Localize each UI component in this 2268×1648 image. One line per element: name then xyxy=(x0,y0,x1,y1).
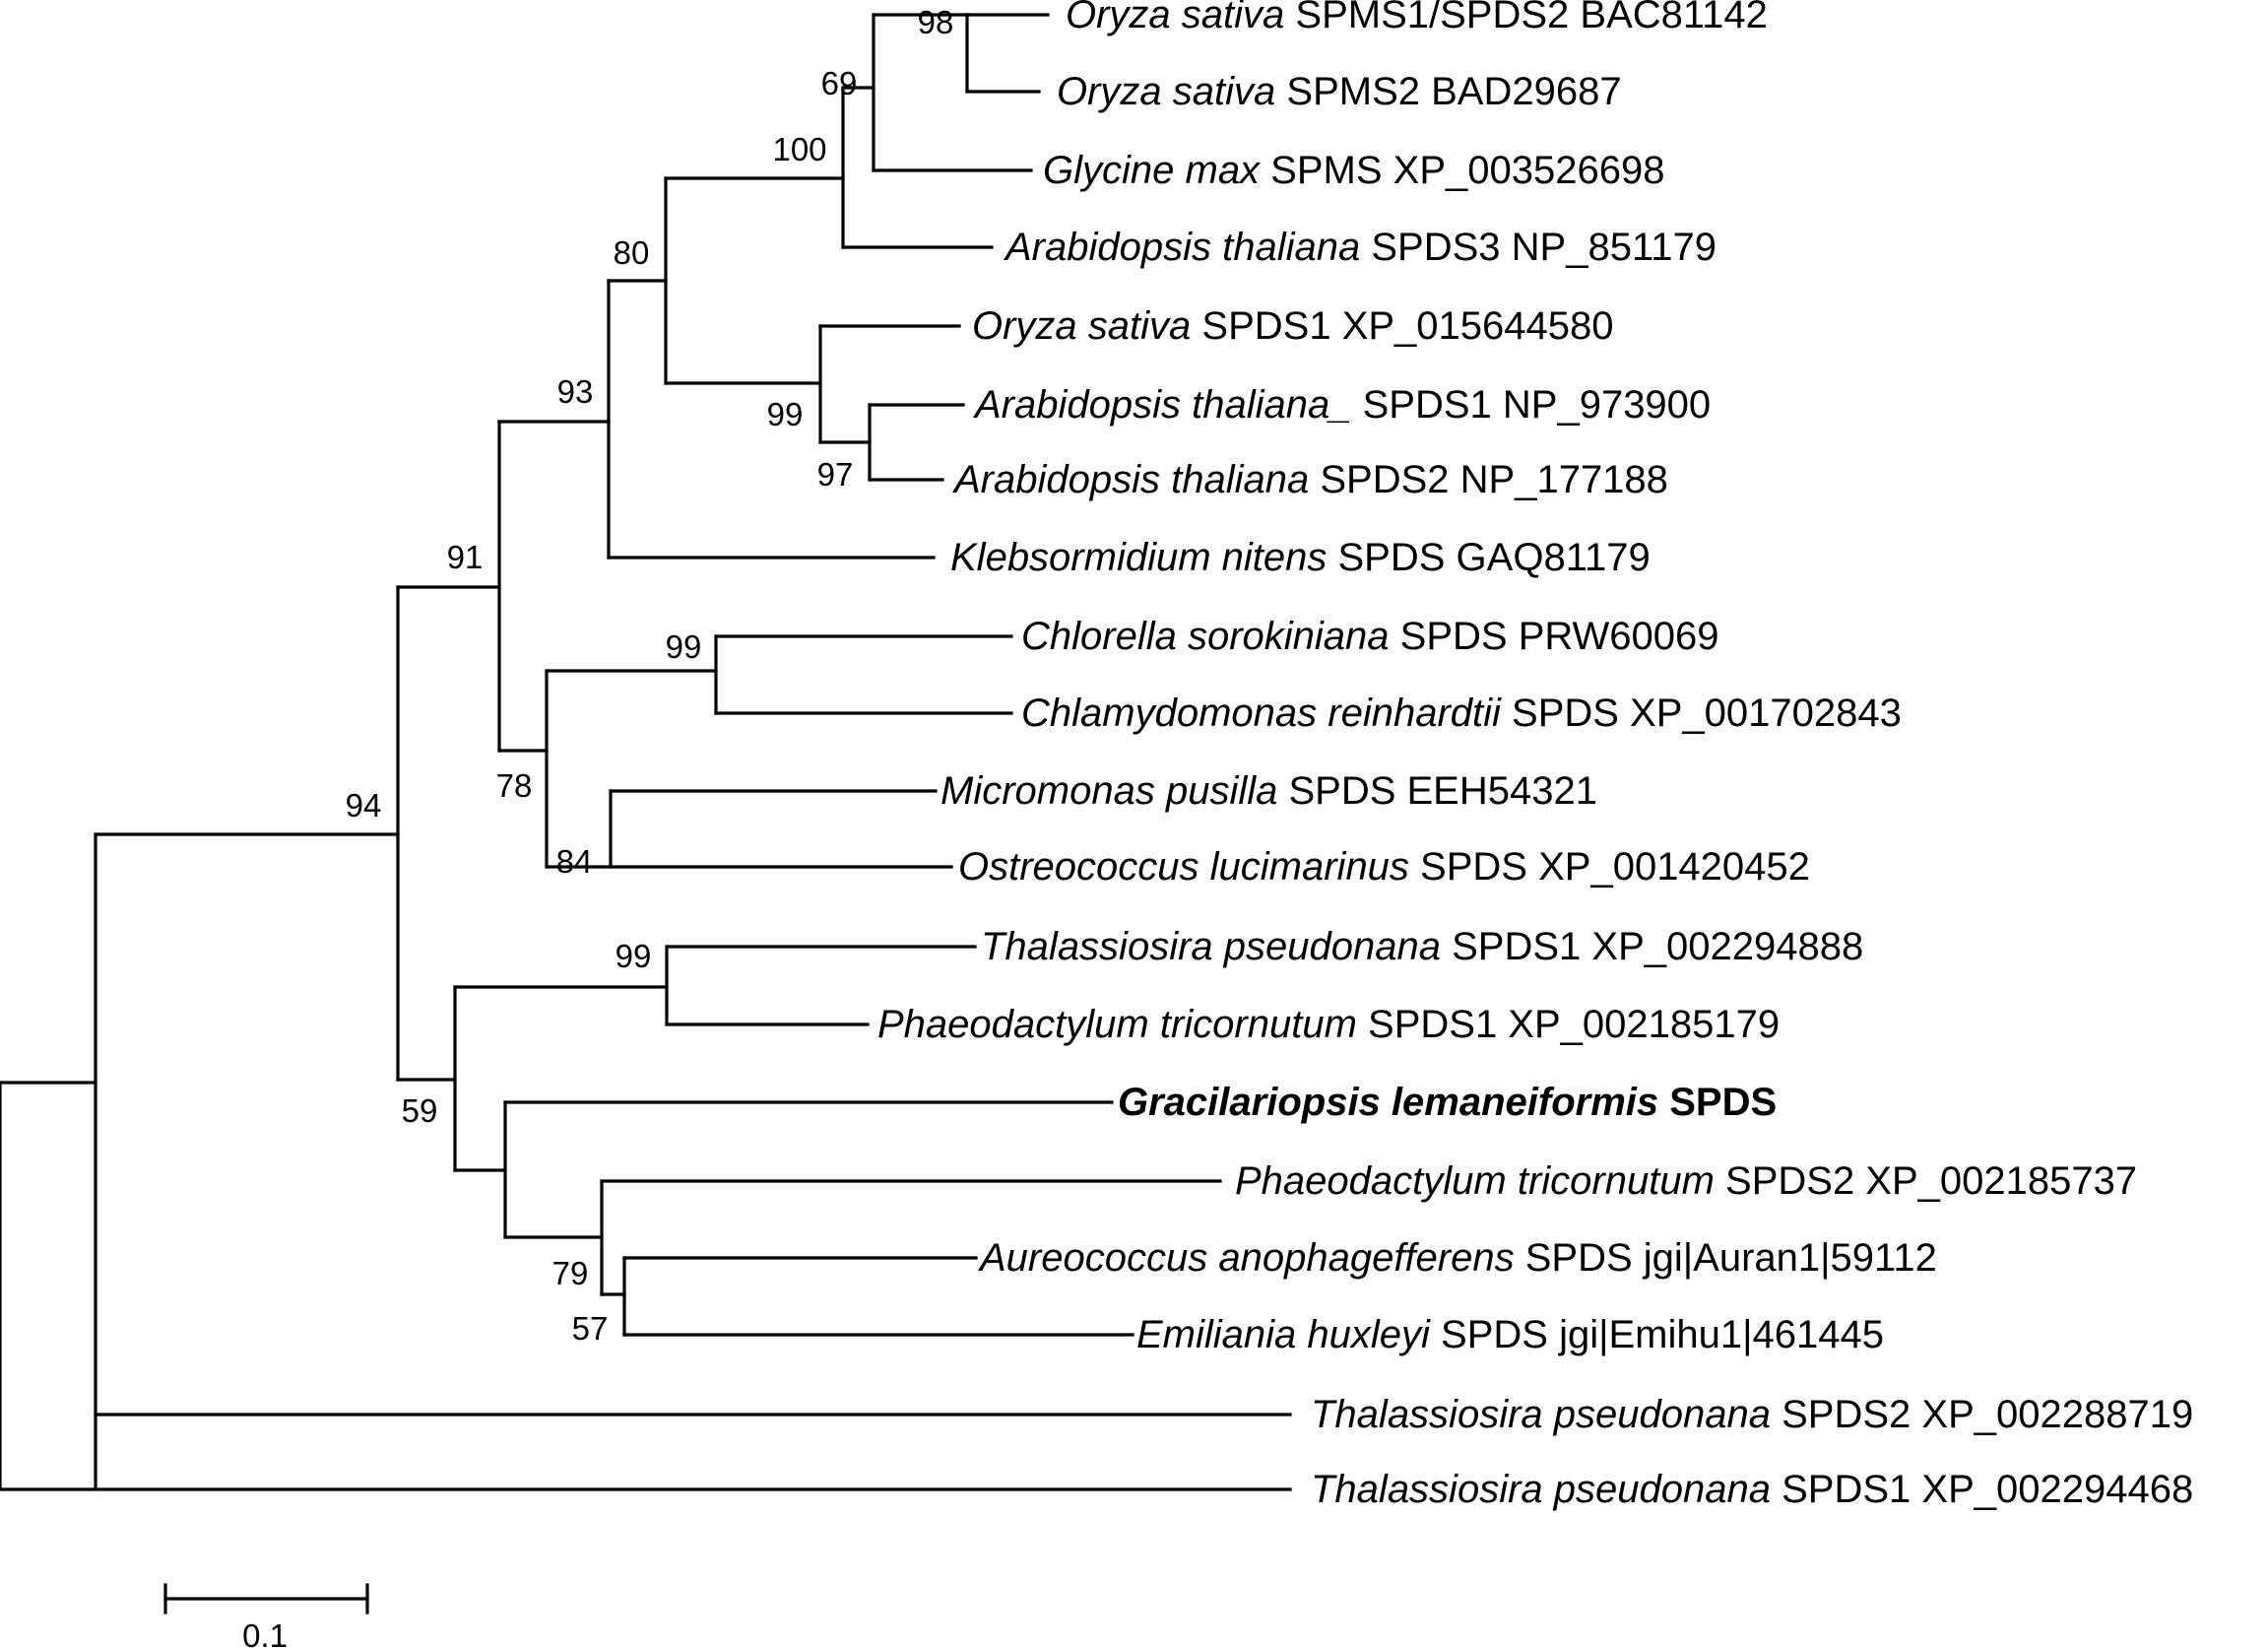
leaf-species-name: Arabidopsis thaliana_ xyxy=(973,383,1351,427)
leaf-label: Oryza sativa SPMS2 BAD29687 xyxy=(1057,70,1622,113)
support-value: 69 xyxy=(821,65,858,101)
leaf-label: Oryza sativa SPDS1 XP_015644580 xyxy=(972,304,1614,348)
leaf-label: Thalassiosira pseudonana SPDS2 XP_002288… xyxy=(1311,1393,2193,1436)
leaf-label: Micromonas pusilla SPDS EEH54321 xyxy=(940,769,1597,813)
leaf-label-highlighted: Gracilariopsis lemaneiformis SPDS xyxy=(1118,1081,1777,1124)
leaf-species-name: Arabidopsis thaliana xyxy=(952,458,1309,501)
leaf-gene-accession: SPDS PRW60069 xyxy=(1390,615,1719,658)
support-value: 98 xyxy=(918,4,954,40)
leaf-gene-accession: SPDS3 NP_851179 xyxy=(1360,226,1717,269)
leaf-gene-accession: SPDS XP_001702843 xyxy=(1501,692,1902,735)
leaf-gene-accession: SPDS GAQ81179 xyxy=(1327,536,1650,579)
leaf-gene-accession: SPDS xyxy=(1658,1081,1777,1124)
leaf-label: Aureococcus anophagefferens SPDS jgi|Aur… xyxy=(978,1236,1937,1280)
leaf-gene-accession: SPDS EEH54321 xyxy=(1277,769,1597,813)
leaf-label: Thalassiosira pseudonana SPDS1 XP_002294… xyxy=(981,925,1863,968)
leaf-species-name: Glycine max xyxy=(1043,149,1262,192)
leaf-species-name: Aureococcus anophagefferens xyxy=(978,1236,1515,1280)
scale-bar-label: 0.1 xyxy=(242,1617,288,1648)
bootstrap-support-values: 98 69 100 80 99 97 93 91 99 84 78 94 99 … xyxy=(346,4,954,1347)
support-value: 79 xyxy=(552,1255,589,1291)
leaf-species-name: Thalassiosira pseudonana xyxy=(1311,1468,1771,1511)
leaf-species-name: Thalassiosira pseudonana xyxy=(981,925,1441,968)
leaf-gene-accession: SPMS1/SPDS2 BAC81142 xyxy=(1284,0,1768,36)
leaf-gene-accession: SPMS XP_003526698 xyxy=(1260,149,1664,192)
leaf-species-name: Ostreococcus lucimarinus xyxy=(958,845,1409,889)
leaf-gene-accession: SPDS1 XP_002185179 xyxy=(1357,1003,1780,1046)
leaf-gene-accession: SPDS jgi|Emihu1|461445 xyxy=(1430,1313,1884,1356)
support-value: 99 xyxy=(767,396,804,432)
leaf-gene-accession: SPDS2 NP_177188 xyxy=(1309,458,1668,501)
support-value: 99 xyxy=(666,628,702,665)
support-value: 57 xyxy=(572,1310,609,1347)
leaf-label: Oryza sativa SPMS1/SPDS2 BAC81142 xyxy=(1066,0,1768,36)
support-value: 97 xyxy=(817,456,854,493)
leaf-label: Arabidopsis thaliana SPDS2 NP_177188 xyxy=(952,458,1668,501)
leaf-gene-accession: SPDS2 XP_002185737 xyxy=(1715,1159,2137,1203)
leaf-gene-accession: SPDS1 XP_015644580 xyxy=(1191,304,1613,348)
leaf-label: Arabidopsis thaliana SPDS3 NP_851179 xyxy=(1004,226,1717,269)
leaf-species-name: Oryza sativa xyxy=(1057,70,1275,113)
leaf-label: Ostreococcus lucimarinus SPDS XP_0014204… xyxy=(958,845,1810,889)
leaf-label: Chlamydomonas reinhardtii SPDS XP_001702… xyxy=(1021,692,1902,735)
leaf-species-name: Emiliania huxleyi xyxy=(1136,1313,1431,1356)
leaf-species-name: Gracilariopsis lemaneiformis xyxy=(1118,1081,1658,1124)
support-value: 100 xyxy=(772,131,826,167)
leaf-label: Thalassiosira pseudonana SPDS1 XP_002294… xyxy=(1311,1468,2193,1511)
leaf-gene-accession: SPDS1 XP_002294888 xyxy=(1441,925,1863,968)
tree-branches xyxy=(0,13,1292,1491)
support-value: 80 xyxy=(614,234,650,271)
leaf-species-name: Phaeodactylum tricornutum xyxy=(1235,1159,1715,1203)
leaf-label: Glycine max SPMS XP_003526698 xyxy=(1043,149,1664,192)
leaf-gene-accession: SPMS2 BAD29687 xyxy=(1275,70,1621,113)
leaf-species-name: Arabidopsis thaliana xyxy=(1004,226,1360,269)
support-value: 84 xyxy=(556,843,593,880)
support-value: 99 xyxy=(616,938,652,974)
support-value: 78 xyxy=(496,767,533,804)
leaf-label: Phaeodactylum tricornutum SPDS2 XP_00218… xyxy=(1235,1159,2137,1203)
leaf-species-name: Phaeodactylum tricornutum xyxy=(877,1003,1357,1046)
leaf-gene-accession: SPDS XP_001420452 xyxy=(1409,845,1810,889)
leaf-label: Klebsormidium nitens SPDS GAQ81179 xyxy=(950,536,1651,579)
leaf-gene-accession: SPDS jgi|Auran1|59112 xyxy=(1515,1236,1937,1280)
scale-bar: 0.1 xyxy=(163,1583,369,1648)
support-value: 91 xyxy=(447,539,484,575)
leaf-gene-accession: SPDS2 XP_002288719 xyxy=(1771,1393,2193,1436)
leaf-label: Chlorella sorokiniana SPDS PRW60069 xyxy=(1021,615,1719,658)
leaf-species-name: Oryza sativa xyxy=(1066,0,1284,36)
leaf-label: Arabidopsis thaliana_ SPDS1 NP_973900 xyxy=(973,383,1711,427)
leaf-gene-accession: SPDS1 NP_973900 xyxy=(1351,383,1711,427)
leaf-species-name: Chlorella sorokiniana xyxy=(1021,615,1390,658)
support-value: 93 xyxy=(557,373,594,410)
leaf-species-name: Klebsormidium nitens xyxy=(950,536,1327,579)
leaf-species-name: Micromonas pusilla xyxy=(940,769,1277,813)
leaf-label: Phaeodactylum tricornutum SPDS1 XP_00218… xyxy=(877,1003,1780,1046)
leaf-gene-accession: SPDS1 XP_002294468 xyxy=(1771,1468,2193,1511)
leaf-species-name: Oryza sativa xyxy=(972,304,1191,348)
support-value: 94 xyxy=(346,787,382,824)
support-value: 59 xyxy=(402,1092,438,1129)
leaf-label: Emiliania huxleyi SPDS jgi|Emihu1|461445 xyxy=(1136,1313,1884,1356)
leaf-species-name: Chlamydomonas reinhardtii xyxy=(1021,692,1502,735)
leaf-species-name: Thalassiosira pseudonana xyxy=(1311,1393,1771,1436)
